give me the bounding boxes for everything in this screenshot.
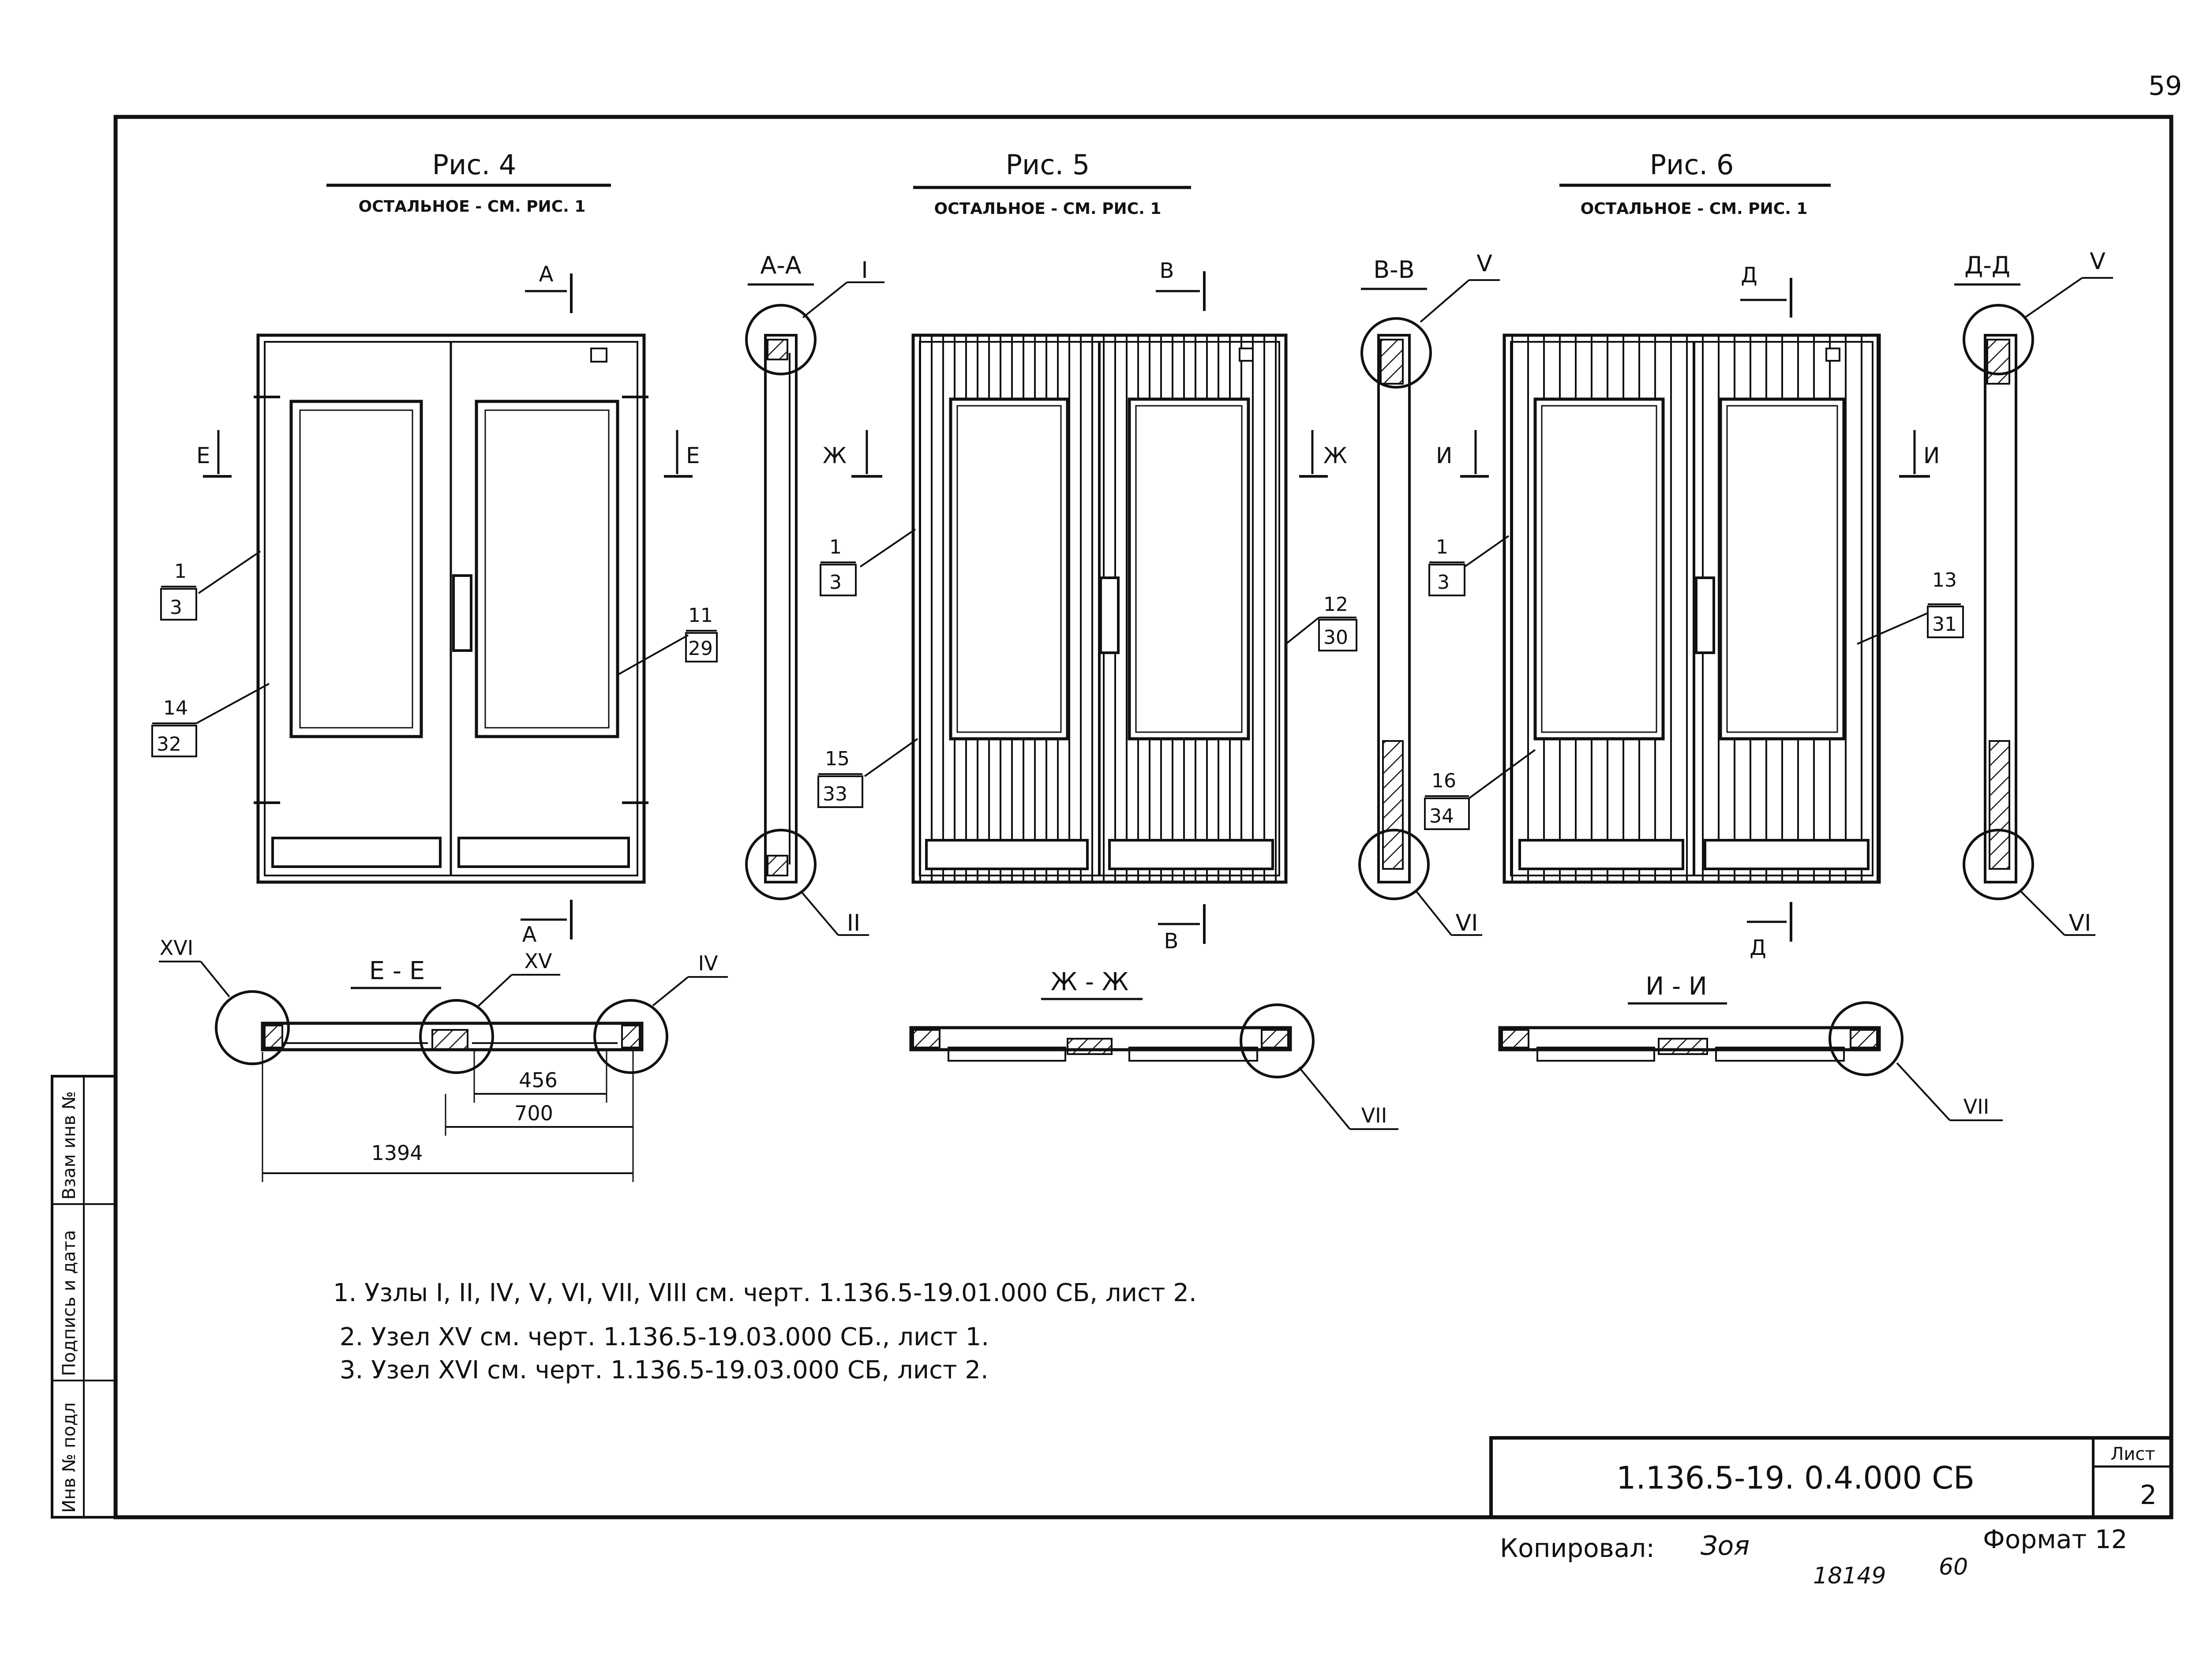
note-line: 1. Узлы I, II, IV, V, VI, VII, VIII см. … — [333, 1279, 1197, 1307]
section-label: Д-Д — [1964, 251, 2010, 279]
section-label: В-В — [1373, 256, 1415, 284]
figure-5: Рис. 5 ОСТАЛЬНОЕ - СМ. РИС. 1 В В Ж Ж 1 — [817, 149, 1357, 954]
drawing-frame — [113, 115, 2173, 1519]
callout: 1 3 — [820, 528, 916, 596]
order-number: 18149 — [1813, 1563, 1886, 1589]
callout: 13 31 — [1857, 569, 1964, 645]
callout: 1 3 — [1428, 535, 1510, 596]
node-label: V — [2090, 248, 2106, 275]
callout: 14 32 — [151, 683, 270, 757]
plan-view-i: И - И VII — [1498, 972, 2003, 1121]
node-label: VII — [1361, 1104, 1387, 1127]
plan-title: И - И — [1645, 972, 1707, 1001]
svg-text:13: 13 — [1932, 569, 1957, 591]
callout: 11 29 — [617, 604, 718, 676]
section-marker: А — [539, 262, 554, 287]
node-label: VI — [2069, 910, 2091, 936]
cut-marker-left: Е — [196, 443, 210, 468]
node-label: IV — [698, 951, 718, 975]
svg-text:12: 12 — [1323, 593, 1348, 616]
plan-title: Е - Е — [369, 957, 425, 985]
svg-text:30: 30 — [1323, 626, 1348, 649]
node-label: XVI — [160, 936, 194, 960]
section-view-d: Д-Д V VI — [1954, 248, 2113, 936]
cut-marker-right: И — [1923, 443, 1940, 468]
page-number: 59 — [2148, 71, 2182, 101]
svg-text:32: 32 — [157, 733, 181, 756]
note-line: 3. Узел XVI см. черт. 1.136.5-19.03.000 … — [340, 1356, 989, 1384]
figure-subtitle: ОСТАЛЬНОЕ - СМ. РИС. 1 — [359, 198, 586, 216]
section-view-a: А-А I II — [745, 251, 884, 936]
node-label: II — [847, 910, 861, 936]
node-label: V — [1476, 251, 1492, 277]
svg-text:3: 3 — [829, 571, 842, 594]
stamp-label: Инв № подл — [59, 1402, 79, 1513]
section-label: А-А — [760, 251, 801, 279]
figure-6: Рис. 6 ОСТАЛЬНОЕ - СМ. РИС. 1 Д Д И И 1 — [1424, 149, 1964, 960]
callout: 12 30 — [1285, 593, 1357, 651]
figure-subtitle: ОСТАЛЬНОЕ - СМ. РИС. 1 — [934, 200, 1162, 218]
copied-signature: Зоя — [1701, 1530, 1750, 1561]
dimension: 700 — [514, 1101, 553, 1125]
sheet-label: Лист — [2110, 1444, 2155, 1464]
plan-view-zh: Ж - Ж VII — [909, 968, 1398, 1130]
svg-text:16: 16 — [1431, 770, 1456, 792]
cut-marker-right: Е — [686, 443, 700, 468]
plan-title: Ж - Ж — [1051, 968, 1128, 996]
sheet-count: 60 — [1939, 1554, 1968, 1580]
section-marker: Д — [1741, 263, 1757, 288]
svg-text:34: 34 — [1429, 805, 1454, 827]
figure-title: Рис. 6 — [1650, 149, 1734, 181]
cut-marker-right: Ж — [1323, 443, 1347, 468]
cut-marker-left: Ж — [823, 443, 847, 468]
callout: 1 3 — [160, 550, 261, 621]
section-marker-bottom: Д — [1750, 935, 1766, 960]
notes-block: 1. Узлы I, II, IV, V, VI, VII, VIII см. … — [333, 1279, 1197, 1384]
figure-title: Рис. 4 — [432, 149, 517, 181]
svg-text:3: 3 — [170, 596, 182, 619]
note-line: 2. Узел XV см. черт. 1.136.5-19.03.000 С… — [340, 1323, 989, 1351]
callout: 15 33 — [817, 738, 918, 808]
title-block: 1.136.5-19. 0.4.000 СБ Лист 2 — [1489, 1436, 2173, 1519]
figure-subtitle: ОСТАЛЬНОЕ - СМ. РИС. 1 — [1581, 200, 1808, 218]
svg-text:1: 1 — [829, 536, 842, 558]
drawing-code: 1.136.5-19. 0.4.000 СБ — [1616, 1460, 1975, 1496]
section-marker-bottom: А — [522, 922, 537, 947]
side-stamp: Инв № подл Подпись и дата Взам инв № — [51, 1075, 117, 1519]
svg-text:15: 15 — [825, 748, 850, 770]
stamp-label: Подпись и дата — [59, 1230, 79, 1376]
figure-title: Рис. 5 — [1006, 149, 1090, 181]
figure-4: Рис. 4 ОСТАЛЬНОЕ - СМ. РИС. 1 А А Е — [151, 149, 718, 947]
section-view-b: В-В V VI — [1358, 251, 1500, 936]
node-label: VI — [1456, 910, 1478, 936]
svg-text:33: 33 — [823, 783, 847, 805]
section-marker: В — [1160, 258, 1174, 283]
svg-text:14: 14 — [163, 697, 188, 719]
copied-label: Копировал: — [1500, 1533, 1655, 1563]
node-label: XV — [525, 949, 553, 973]
cut-marker-left: И — [1436, 443, 1452, 468]
callout: 16 34 — [1424, 749, 1536, 830]
dimension: 456 — [519, 1068, 558, 1092]
node-label: VII — [1963, 1095, 1990, 1119]
sheet-number: 2 — [2140, 1480, 2157, 1511]
stamp-label: Взам инв № — [59, 1091, 79, 1200]
format-label: Формат 12 — [1983, 1524, 2128, 1554]
svg-text:29: 29 — [688, 637, 713, 660]
plan-view-e: Е - Е XVI XV IV 456 700 1394 — [159, 936, 728, 1182]
svg-text:1: 1 — [1436, 536, 1448, 558]
node-label: I — [861, 257, 868, 284]
section-marker-bottom: В — [1164, 929, 1179, 954]
footer: Копировал: Зоя 18149 60 Формат 12 — [1500, 1524, 2128, 1589]
svg-text:11: 11 — [688, 604, 713, 627]
svg-text:3: 3 — [1437, 571, 1450, 594]
svg-text:31: 31 — [1932, 613, 1957, 636]
svg-text:1: 1 — [174, 560, 187, 583]
dimension: 1394 — [371, 1141, 423, 1165]
